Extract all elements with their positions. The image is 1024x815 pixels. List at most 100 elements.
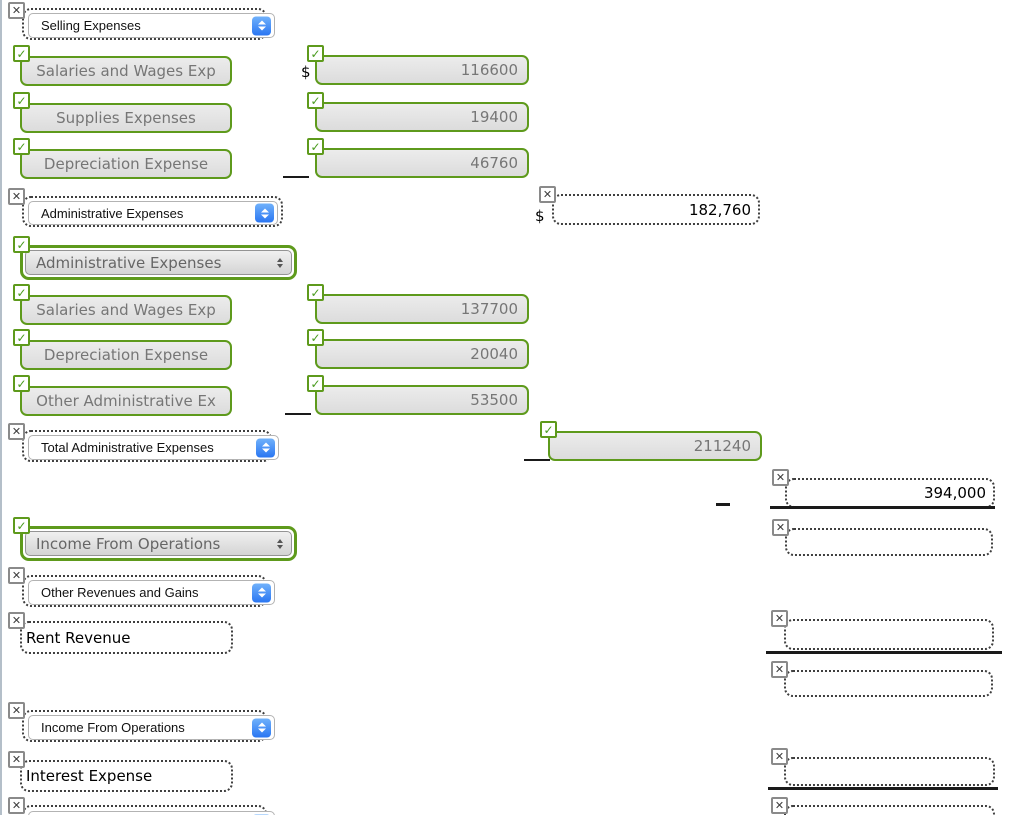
- x-mark-icon: ✕: [11, 704, 22, 717]
- correct-checkbox: ✓: [13, 329, 30, 346]
- total-rule: [770, 506, 995, 509]
- income-ops-select[interactable]: Income From Operations: [28, 715, 275, 740]
- select-value: Income From Operations: [41, 720, 185, 735]
- x-mark-icon: ✕: [11, 425, 22, 438]
- empty-amount-input[interactable]: [784, 757, 995, 786]
- amount-field[interactable]: 137700: [315, 294, 529, 324]
- currency-symbol: $: [301, 63, 311, 81]
- rent-revenue-input[interactable]: Rent Revenue: [20, 621, 233, 654]
- x-mark-icon: ✕: [11, 799, 22, 812]
- incorrect-checkbox: ✕: [772, 519, 789, 536]
- x-mark-icon: ✕: [774, 663, 785, 676]
- correct-checkbox: ✓: [13, 45, 30, 62]
- empty-amount-input[interactable]: [784, 670, 993, 697]
- select-value: Selling Expenses: [41, 18, 141, 33]
- chevron-up-down-icon: [255, 203, 274, 223]
- total-rule: [766, 651, 1002, 654]
- chevron-up-down-icon: [256, 438, 275, 457]
- incorrect-checkbox: ✕: [771, 797, 788, 814]
- account-label-field[interactable]: Depreciation Expense: [20, 340, 232, 370]
- total-expenses-input[interactable]: 394,000: [785, 478, 995, 508]
- x-mark-icon: ✕: [775, 521, 786, 534]
- amount-field[interactable]: 19400: [315, 102, 529, 132]
- interest-expense-input[interactable]: Interest Expense: [20, 760, 233, 792]
- x-mark-icon: ✕: [774, 799, 785, 812]
- currency-symbol: $: [535, 207, 545, 225]
- incorrect-checkbox: ✕: [8, 567, 25, 584]
- correct-checkbox: ✓: [307, 138, 324, 155]
- x-mark-icon: ✕: [11, 614, 22, 627]
- check-icon: ✓: [16, 139, 27, 154]
- incorrect-checkbox: ✕: [771, 610, 788, 627]
- amount-field[interactable]: 116600: [315, 55, 529, 85]
- check-icon: ✓: [16, 518, 27, 533]
- select-value: Administrative Expenses: [36, 253, 222, 272]
- account-label-field[interactable]: Supplies Expenses: [20, 103, 232, 133]
- empty-amount-input[interactable]: [784, 619, 994, 650]
- subtotal-rule: [524, 459, 550, 461]
- correct-checkbox: ✓: [307, 45, 324, 62]
- chevron-up-down-icon: [252, 583, 271, 602]
- check-icon: ✓: [16, 93, 27, 108]
- empty-amount-input[interactable]: [785, 528, 993, 556]
- subtotal-amount-input[interactable]: 182,760: [552, 194, 760, 225]
- select-value: Administrative Expenses: [41, 205, 184, 221]
- total-rule: [768, 787, 998, 790]
- incorrect-checkbox: ✕: [772, 469, 789, 486]
- up-down-arrows-icon: [277, 538, 283, 549]
- correct-checkbox: ✓: [540, 421, 557, 438]
- incorrect-checkbox: ✕: [539, 186, 556, 203]
- account-label-field[interactable]: Salaries and Wages Exp: [20, 56, 232, 86]
- incorrect-checkbox: ✕: [8, 423, 25, 440]
- check-icon: ✓: [310, 285, 321, 300]
- chevron-up-down-icon: [252, 718, 271, 737]
- empty-amount-input[interactable]: [784, 805, 995, 815]
- account-label-field[interactable]: Other Administrative Ex: [20, 386, 232, 416]
- admin-expenses-select-wrap: Administrative Expenses: [20, 245, 297, 280]
- up-down-arrows-icon: [277, 257, 283, 268]
- check-icon: ✓: [16, 330, 27, 345]
- chevron-up-down-icon: [252, 16, 271, 35]
- incorrect-checkbox: ✕: [8, 751, 25, 768]
- check-icon: ✓: [16, 376, 27, 391]
- incorrect-checkbox: ✕: [8, 612, 25, 629]
- select-value: Income From Operations: [36, 534, 221, 553]
- amount-field[interactable]: 211240: [548, 431, 762, 461]
- check-icon: ✓: [310, 330, 321, 345]
- check-icon: ✓: [543, 422, 554, 437]
- admin-expenses-select[interactable]: Administrative Expenses: [25, 250, 292, 275]
- selling-expenses-select[interactable]: Selling Expenses: [28, 13, 275, 38]
- income-from-operations-select[interactable]: Income From Operations: [25, 531, 292, 556]
- total-admin-select[interactable]: Total Administrative Expenses: [28, 435, 279, 460]
- x-mark-icon: ✕: [542, 188, 553, 201]
- amount-field[interactable]: 46760: [315, 148, 529, 178]
- check-icon: ✓: [310, 376, 321, 391]
- account-label-field[interactable]: Salaries and Wages Exp: [20, 295, 232, 325]
- subtotal-rule: [285, 413, 311, 415]
- correct-checkbox: ✓: [13, 375, 30, 392]
- x-mark-icon: ✕: [11, 4, 22, 17]
- check-icon: ✓: [310, 46, 321, 61]
- account-label-field[interactable]: Depreciation Expense: [20, 149, 232, 179]
- select-value: Total Administrative Expenses: [41, 440, 214, 455]
- incorrect-checkbox: ✕: [8, 2, 25, 19]
- check-icon: ✓: [16, 46, 27, 61]
- income-from-operations-select-wrap: Income From Operations: [20, 526, 297, 561]
- amount-field[interactable]: 53500: [315, 385, 529, 415]
- x-mark-icon: ✕: [11, 569, 22, 582]
- incorrect-checkbox: ✕: [8, 188, 25, 205]
- check-icon: ✓: [310, 139, 321, 154]
- correct-checkbox: ✓: [307, 375, 324, 392]
- correct-checkbox: ✓: [307, 329, 324, 346]
- clipped-select[interactable]: [28, 811, 275, 815]
- amount-field[interactable]: 20040: [315, 339, 529, 369]
- correct-checkbox: ✓: [13, 517, 30, 534]
- correct-checkbox: ✓: [307, 284, 324, 301]
- select-value: Other Revenues and Gains: [41, 585, 199, 600]
- check-icon: ✓: [16, 237, 27, 252]
- subtotal-label-select[interactable]: Administrative Expenses: [28, 201, 278, 225]
- incorrect-checkbox: ✕: [8, 797, 25, 814]
- page-edge-divider: [0, 0, 2, 815]
- other-revenues-select[interactable]: Other Revenues and Gains: [28, 580, 275, 605]
